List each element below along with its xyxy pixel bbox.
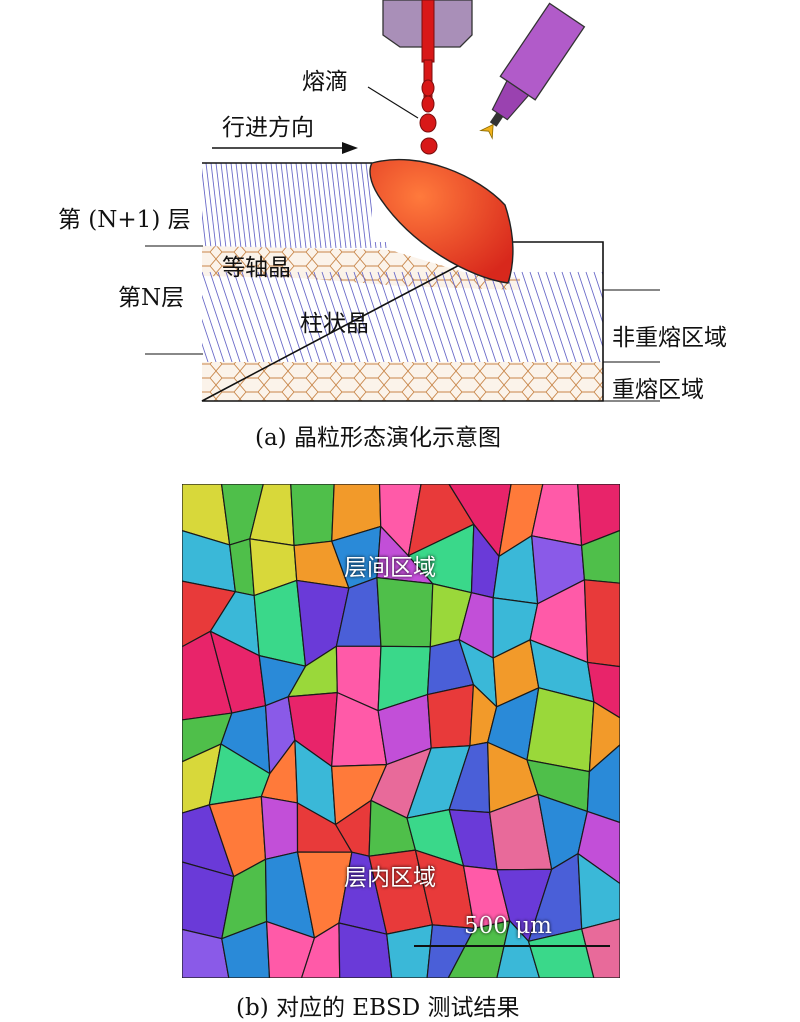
ebsd-map bbox=[182, 484, 620, 978]
remelt-label: 重熔区域 bbox=[612, 377, 704, 403]
heat-torch bbox=[479, 2, 586, 140]
leader-lines bbox=[145, 86, 660, 402]
scale-bar-label: 500 μm bbox=[464, 913, 552, 939]
panel-a-diagram bbox=[145, 0, 660, 402]
interlayer-label: 层间区域 bbox=[344, 555, 436, 581]
droplet-label: 熔滴 bbox=[302, 69, 348, 95]
columnar-label: 柱状晶 bbox=[300, 311, 369, 337]
intralayer-label: 层内区域 bbox=[344, 865, 436, 891]
layer-n1-columnar-region bbox=[202, 163, 387, 249]
layer-n-label: 第N层 bbox=[118, 285, 185, 311]
non-remelt-label: 非重熔区域 bbox=[612, 325, 727, 351]
melt-pool bbox=[369, 158, 514, 284]
equiaxed-label: 等轴晶 bbox=[222, 255, 291, 281]
caption-b: (b) 对应的 EBSD 测试结果 bbox=[236, 995, 520, 1021]
ebsd-grain-map bbox=[182, 484, 620, 978]
direction-label: 行进方向 bbox=[222, 115, 314, 141]
wire-nozzle bbox=[382, 0, 473, 63]
travel-direction-arrow bbox=[212, 142, 358, 154]
droplets bbox=[419, 59, 438, 155]
layer-n1-label: 第 (N+1) 层 bbox=[58, 207, 191, 233]
equiaxed-band-upper bbox=[202, 246, 520, 290]
caption-a: (a) 晶粒形态演化示意图 bbox=[255, 425, 501, 451]
equiaxed-band-lower bbox=[202, 362, 603, 401]
